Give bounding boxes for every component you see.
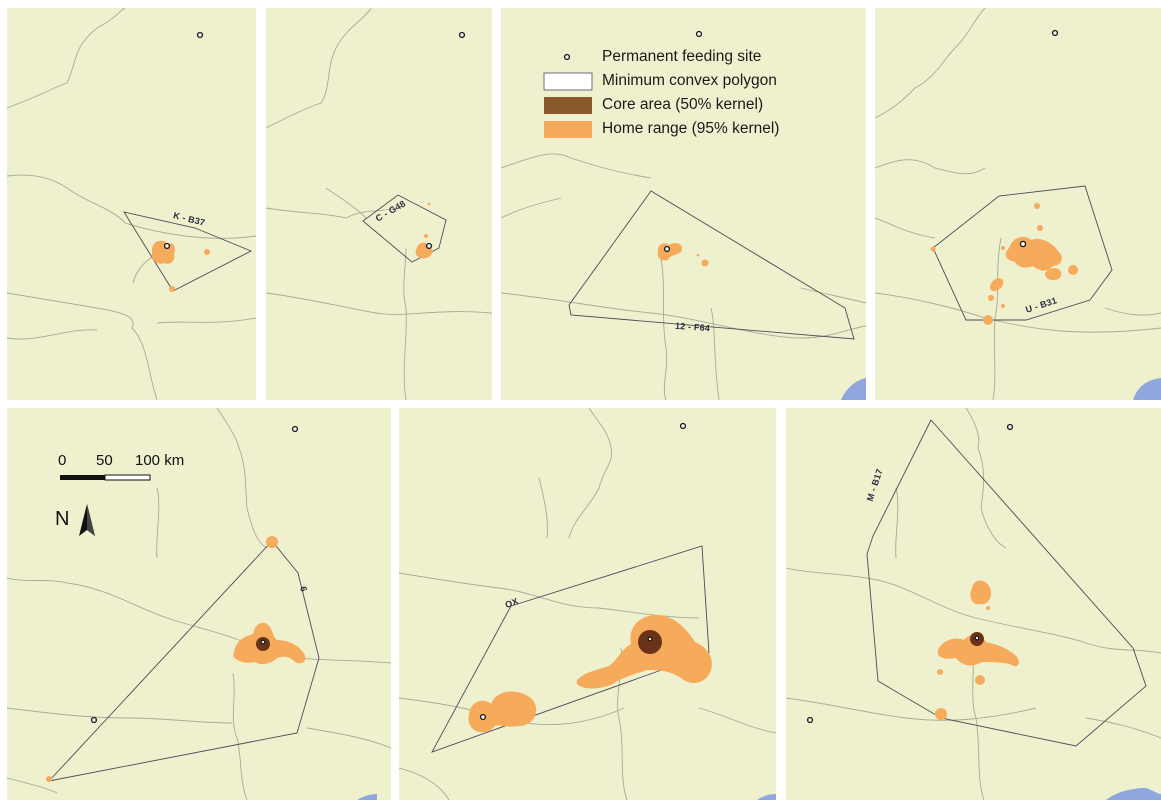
north-arrow: N (55, 504, 105, 540)
legend-home-range: Home range (95% kernel) (540, 118, 830, 142)
map-canvas (7, 408, 391, 800)
map-canvas (875, 8, 1161, 400)
legend-mcp: Minimum convex polygon (540, 70, 830, 94)
map-canvas (399, 408, 776, 800)
map-panel-ox: OX (399, 408, 776, 800)
map-panel-m-b17: M - B17 (786, 408, 1161, 800)
map-canvas (266, 8, 492, 400)
map-canvas (7, 8, 256, 400)
legend-feeding-site: Permanent feeding site (540, 46, 830, 70)
core-area-symbol (544, 97, 592, 114)
scale-bar-graphic (60, 474, 151, 481)
map-canvas (501, 30, 866, 400)
legend-core-area: Core area (50% kernel) (540, 94, 830, 118)
feeding-site-symbol (563, 53, 571, 61)
scale-tick-100: 100 km (135, 452, 185, 469)
map-panel-k-b37: K - B37 (7, 8, 256, 400)
map-panel-u-b31: U - B31 (875, 8, 1161, 400)
scale-bar: 0 50 100 km (58, 452, 218, 492)
mcp-symbol (543, 72, 593, 91)
scale-tick-0: 0 (58, 452, 67, 469)
map-panel-6: 6 0 50 100 km N (7, 408, 391, 800)
map-panel-c-g48: C - G48 (266, 8, 492, 400)
map-legend: Permanent feeding site Minimum convex po… (540, 46, 830, 142)
scale-tick-50: 50 (96, 452, 113, 469)
map-canvas (786, 408, 1161, 800)
north-arrow-icon (79, 504, 95, 536)
north-label: N (55, 508, 70, 530)
home-range-symbol (544, 121, 592, 138)
